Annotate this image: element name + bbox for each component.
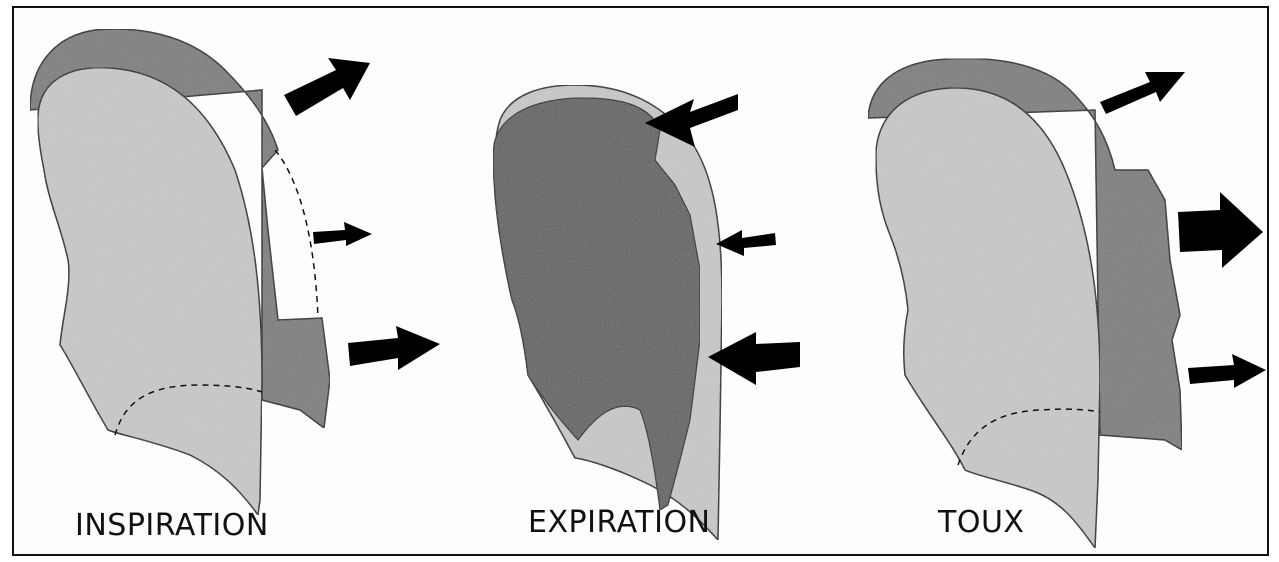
arrow-in-small-middle [716, 230, 776, 256]
arrow-out-small-middle [313, 222, 372, 246]
panel-expiration [493, 85, 800, 540]
lung-shape [876, 88, 1100, 548]
dashed-previous-wall [275, 150, 318, 318]
arrow-out-large-middle [1178, 192, 1263, 268]
panel-toux [868, 59, 1266, 548]
arrow-out-medium-lower [1188, 354, 1266, 388]
arrow-out-large-lower [348, 326, 440, 370]
arrow-out-medium-upper [1100, 72, 1185, 114]
lung-shape [38, 68, 262, 515]
label-inspiration: INSPIRATION [75, 508, 269, 543]
label-toux: TOUX [938, 505, 1024, 540]
label-expiration: EXPIRATION [528, 505, 711, 540]
arrow-out-large-upper [284, 58, 370, 116]
panel-inspiration [30, 29, 440, 515]
